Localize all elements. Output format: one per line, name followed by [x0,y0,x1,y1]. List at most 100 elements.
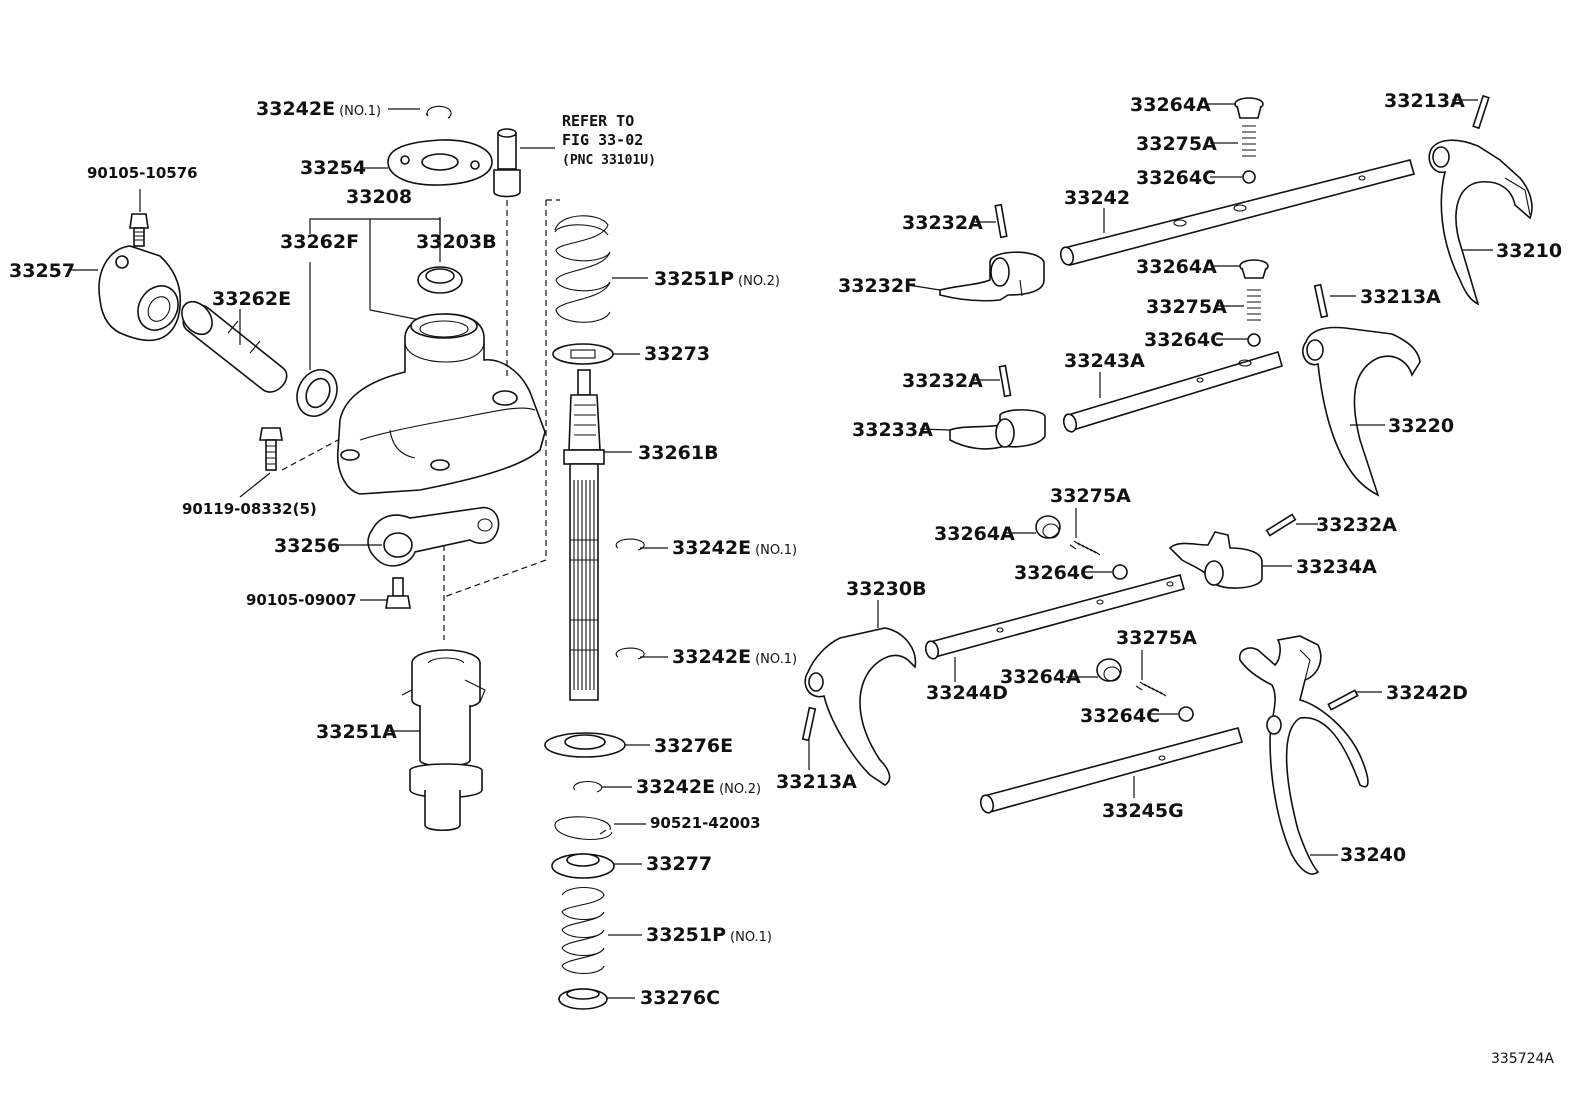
shift-shaft-33261b [563,369,605,701]
callout-part-number: 33240 [1340,844,1407,866]
callout-33264a-2: 33264A [1136,258,1217,277]
callout-33213a-2: 33213A [1360,288,1441,307]
callout-part-number: 33262F [280,231,360,253]
callout-33275a-2: 33275A [1146,298,1227,317]
spring-33251p-no1 [561,886,605,975]
callout-33264c-2: 33264C [1144,331,1224,350]
callout-33240: 33240 [1340,846,1406,865]
callout-33251p-no2: 33251P(NO.2) [654,270,780,289]
shift-fork-33220 [1302,326,1421,497]
seat-33276c [558,988,608,1010]
callout-90105-10576: 90105-10576 [87,166,198,181]
washer-33273 [552,343,614,365]
callout-33245g: 33245G [1102,802,1184,821]
callout-part-number: 33243A [1064,350,1145,372]
callout-33251p-no1: 33251P(NO.1) [646,926,772,945]
callout-part-number: 33244D [926,682,1008,704]
callout-part-number: 33242E [256,98,336,120]
callout-part-number: 33275A [1146,296,1227,318]
reference-line-3: (PNC 33101U) [562,152,656,168]
callout-part-number: 33264A [1130,94,1211,116]
callout-part-number: 33275A [1136,133,1217,155]
callout-part-number: 33245G [1102,800,1184,822]
callout-33242: 33242 [1064,189,1130,208]
bolt-90119-08332 [259,427,283,471]
figure-number: 335724A [1490,1051,1554,1067]
reference-note: REFER TO FIG 33-02 (PNC 33101U) [562,112,656,169]
bolt-90105-10576 [129,213,149,247]
callout-part-number: 33220 [1388,415,1455,437]
callout-note: (NO.1) [730,930,773,945]
shift-fork-33210 [1428,139,1533,306]
callout-33275a-1: 33275A [1136,135,1217,154]
callout-33232f: 33232F [838,277,917,296]
callout-part-number: 90105-09007 [246,591,357,609]
callout-part-number: 33208 [346,186,413,208]
callout-33276c: 33276C [640,989,720,1008]
callout-33264a-4: 33264A [1000,668,1081,687]
callout-33264c-4: 33264C [1080,707,1160,726]
shift-rod-33244d [924,574,1185,660]
callout-part-number: 33254 [300,157,367,179]
callout-part-number: 33213A [776,771,857,793]
callout-33262e: 33262E [212,290,291,309]
callout-part-number: 33261B [638,442,719,464]
callout-33242e-mid1: 33242E(NO.1) [672,539,797,558]
callout-note: (NO.1) [755,652,798,667]
callout-part-number: 33230B [846,578,927,600]
pin-33213a-1 [1472,94,1490,130]
callout-33261b: 33261B [638,444,719,463]
callout-33257: 33257 [9,262,75,281]
callout-33230b: 33230B [846,580,927,599]
callout-part-number: 90119-08332(5) [182,500,317,518]
callout-33244d: 33244D [926,684,1008,703]
callout-note: (NO.1) [755,543,798,558]
pin-33242d [1327,689,1359,711]
callout-part-number: 33203B [416,231,497,253]
detent-stack-1 [1234,97,1264,184]
callout-33242d: 33242D [1386,684,1468,703]
shift-rod-33245g [979,727,1243,814]
callout-part-number: 33242 [1064,187,1131,209]
snap-ring-33242e-no2 [573,780,603,793]
callout-part-number: 33264A [1000,666,1081,688]
callout-part-number: 33273 [644,343,711,365]
callout-part-number: 33232F [838,275,918,297]
callout-33262f: 33262F [280,233,359,252]
callout-part-number: 33213A [1360,286,1441,308]
callout-part-number: 33257 [9,260,76,282]
callout-33220: 33220 [1388,417,1454,436]
shift-head-33251a [401,649,486,832]
callout-part-number: 33277 [646,853,713,875]
callout-part-number: 33275A [1050,485,1131,507]
callout-part-number: 33264A [934,523,1015,545]
callout-33242e-top: 33242E(NO.1) [256,100,381,119]
lever-head-33257 [98,245,182,342]
callout-33264c-1: 33264C [1136,169,1216,188]
callout-33203b: 33203B [416,233,497,252]
seat-33277 [551,853,615,879]
callout-part-number: 33276C [640,987,721,1009]
pin-33213a-2 [1313,283,1329,319]
snap-ring-33242e-mid2 [615,647,645,660]
callout-note: (NO.2) [738,274,781,289]
callout-33275a-4: 33275A [1116,629,1197,648]
callout-part-number: 33264C [1080,705,1161,727]
callout-33233a: 33233A [852,421,933,440]
seat-33276e [544,732,626,758]
callout-part-number: 33256 [274,535,341,557]
reference-line-2: FIG 33-02 [562,130,644,149]
callout-33234a: 33234A [1296,558,1377,577]
callout-part-number: 33276E [654,735,734,757]
callout-33213a-3: 33213A [776,773,857,792]
callout-33275a-3: 33275A [1050,487,1131,506]
callout-33256: 33256 [274,537,340,556]
detent-stack-4 [1096,658,1194,722]
callout-part-number: 33251P [646,924,727,946]
callout-33232a-2: 33232A [902,372,983,391]
callout-33242e-no2: 33242E(NO.2) [636,778,761,797]
oil-seal-33203b [417,266,463,294]
callout-part-number: 33275A [1116,627,1197,649]
